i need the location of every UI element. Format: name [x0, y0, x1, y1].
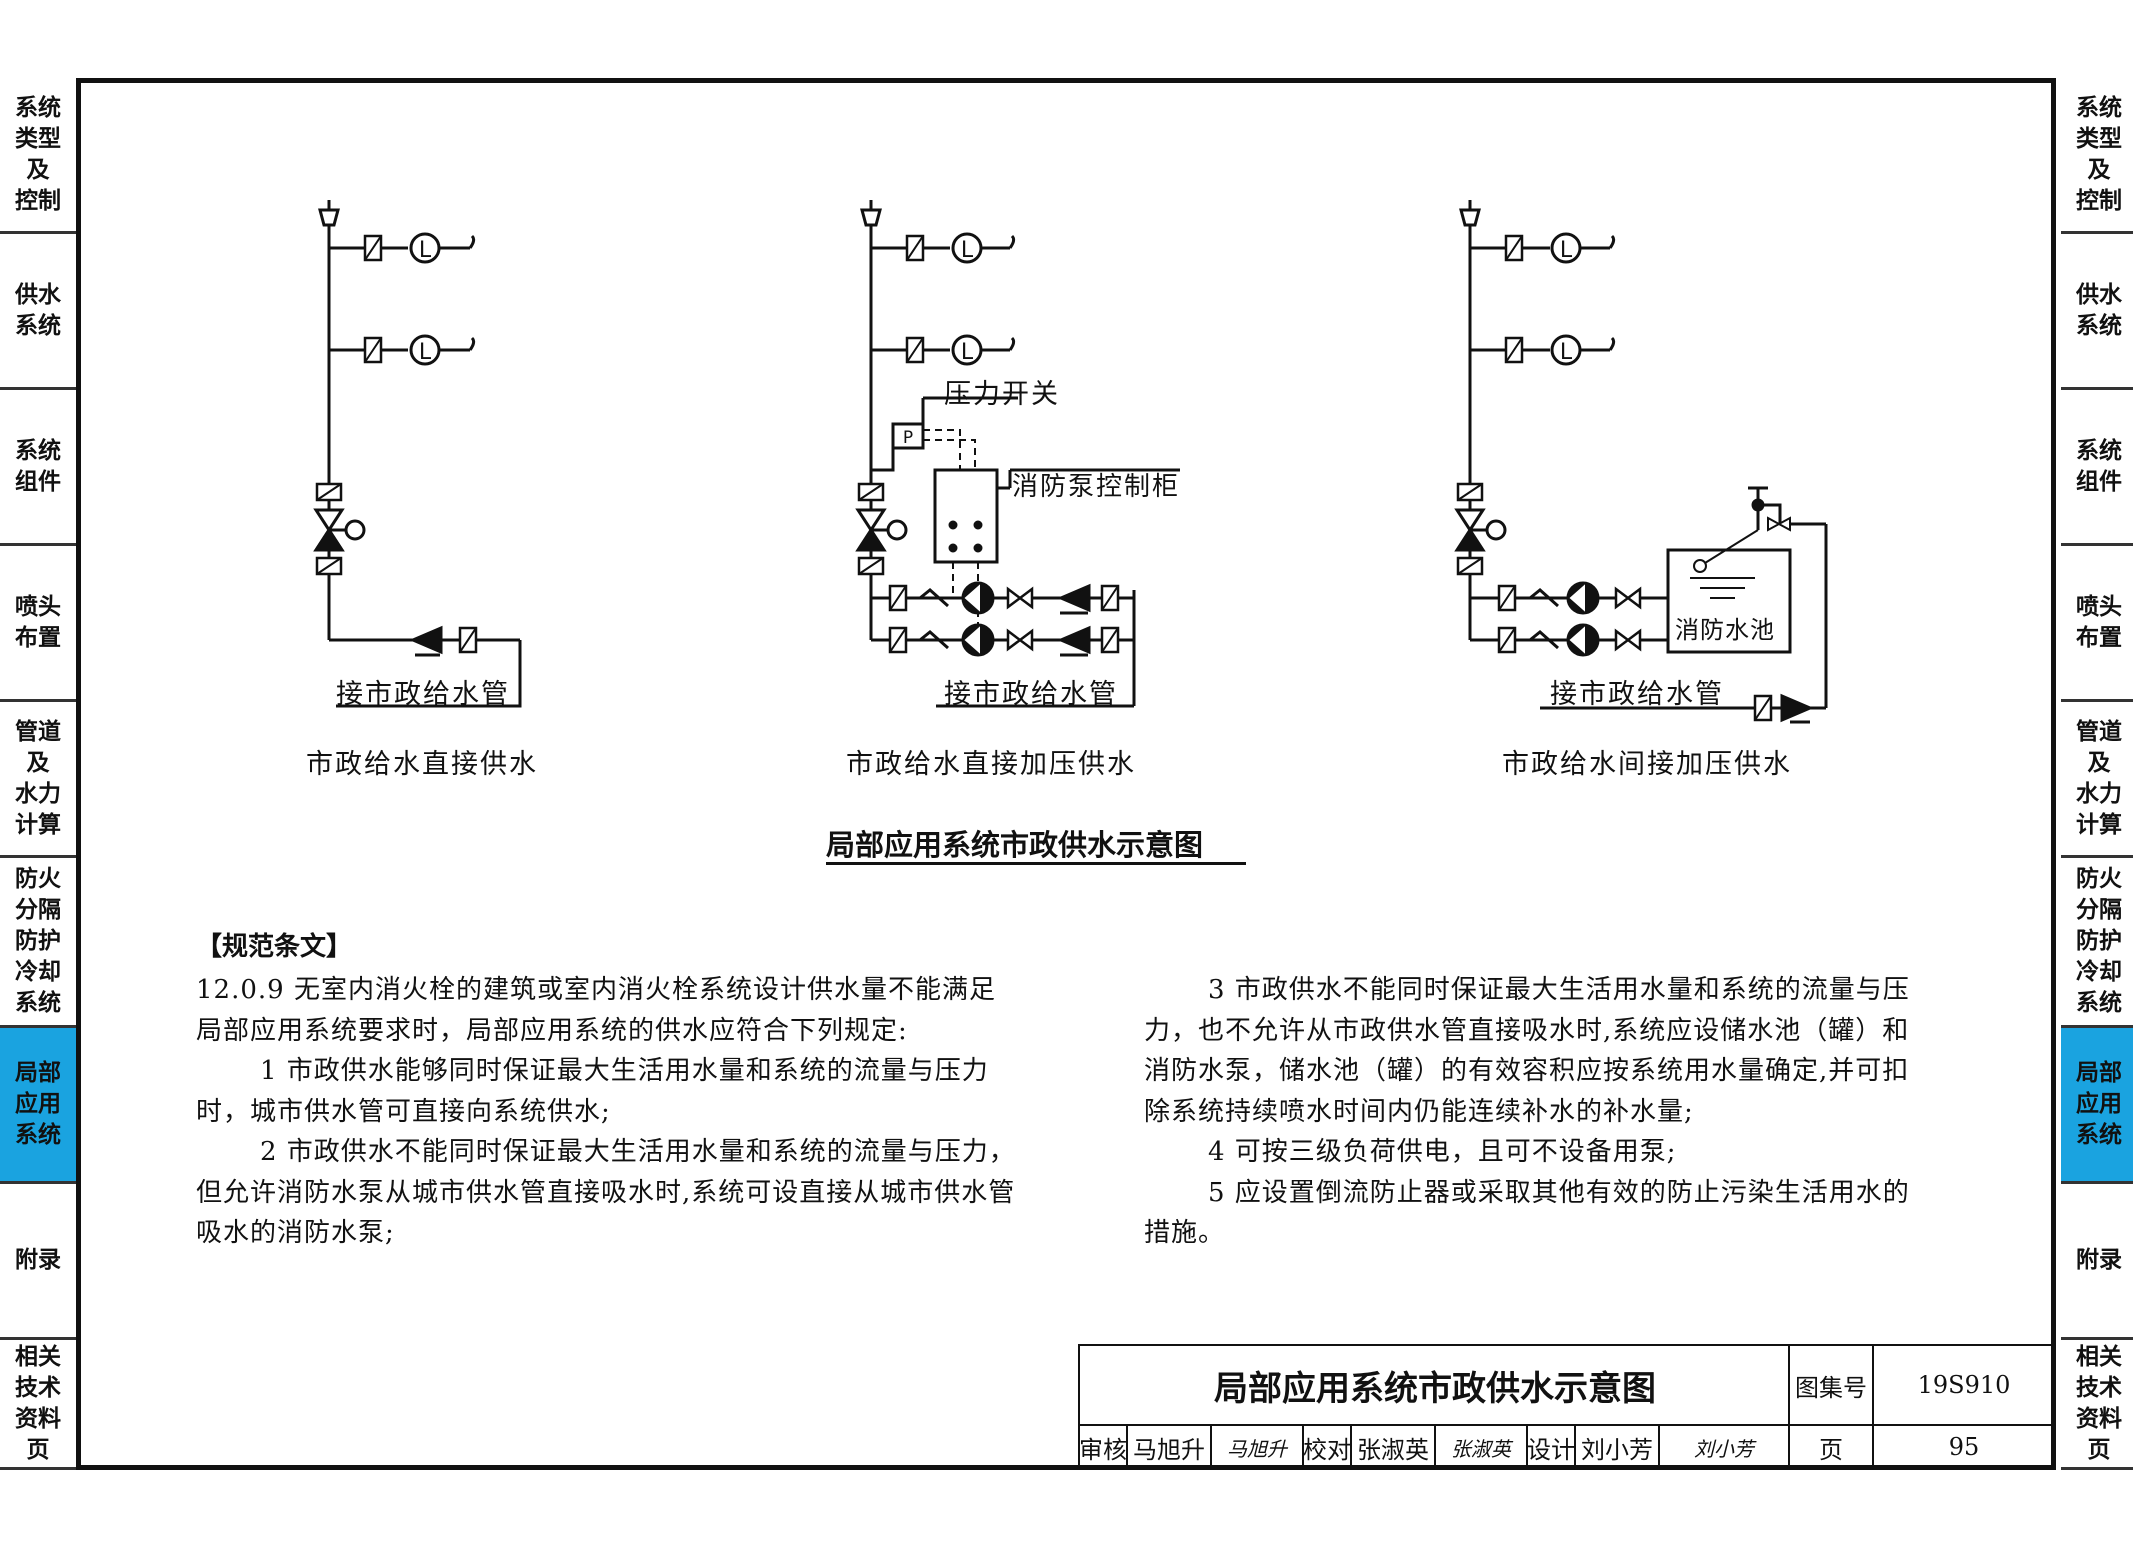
tab-label: 管道 及 水力 计算 — [15, 718, 61, 838]
tab-label: 附录 — [2076, 1247, 2122, 1273]
tab-label: 系统 组件 — [15, 437, 61, 495]
figure-caption: 局部应用系统市政供水示意图 — [826, 828, 1204, 862]
pressure-switch-label: 压力开关 — [944, 379, 1060, 410]
spec-clause-3: 3 市政供水不能同时保证最大生活用水量和系统的流量与压力，也不允许从市政供水管直… — [1144, 975, 1910, 1127]
left-tab-6[interactable]: 局部 应用 系统 — [0, 1028, 76, 1184]
diagram-2-caption: 市政给水直接加压供水 — [846, 749, 1136, 780]
municipal-pipe-label-3: 接市政给水管 — [1550, 679, 1724, 710]
left-section-tabs: 系统 类型 及 控制供水 系统系统 组件喷头 布置管道 及 水力 计算防火 分隔… — [0, 78, 76, 1470]
reviewer-name: 马旭升 — [1126, 1424, 1212, 1470]
tab-label: 局部 应用 系统 — [2076, 1060, 2122, 1148]
diagram-1-caption: 市政给水直接供水 — [306, 749, 538, 780]
tab-label: 喷头 布置 — [15, 593, 61, 651]
right-tab-4[interactable]: 管道 及 水力 计算 — [2061, 702, 2133, 858]
title-block-title: 局部应用系统市政供水示意图 — [1078, 1344, 1790, 1426]
design-label: 设计 — [1526, 1424, 1576, 1470]
municipal-pipe-label-1: 接市政给水管 — [336, 679, 510, 710]
atlas-label: 图集号 — [1788, 1344, 1874, 1426]
diagram-direct-supply: L L — [313, 200, 522, 708]
page-label: 页 — [1788, 1424, 1874, 1470]
right-tab-6[interactable]: 局部 应用 系统 — [2061, 1028, 2133, 1184]
diagram-indirect-pressurized-supply: L L — [1454, 200, 1828, 724]
left-tab-3[interactable]: 喷头 布置 — [0, 546, 76, 702]
review-label: 审核 — [1078, 1424, 1128, 1470]
tab-label: 防火 分隔 防护 冷却 系统 — [2076, 866, 2122, 1016]
svg-text:L: L — [961, 340, 974, 365]
right-tab-5[interactable]: 防火 分隔 防护 冷却 系统 — [2061, 858, 2133, 1028]
tab-label: 喷头 布置 — [2076, 593, 2122, 651]
spec-clause-2: 2 市政供水不能同时保证最大生活用水量和系统的流量与压力，但允许消防水泵从城市供… — [196, 1137, 1016, 1248]
left-tab-1[interactable]: 供水 系统 — [0, 234, 76, 390]
drawing-frame — [76, 78, 2056, 1470]
tab-label: 供水 系统 — [2076, 281, 2122, 339]
diagram-3-caption: 市政给水间接加压供水 — [1502, 749, 1792, 780]
title-block: 局部应用系统市政供水示意图 图集号 19S910 审核 马旭升 马旭升 校对 张… — [1078, 1344, 2056, 1470]
page-number: 95 — [1872, 1424, 2056, 1470]
svg-text:L: L — [419, 340, 432, 365]
sprinkler-symbol: L — [419, 238, 432, 263]
diagram-direct-pressurized-supply: L L P — [855, 200, 1180, 708]
designer-name: 刘小芳 — [1574, 1424, 1660, 1470]
left-tab-5[interactable]: 防火 分隔 防护 冷却 系统 — [0, 858, 76, 1028]
tab-label: 相关 技术 资料 页 — [15, 1343, 61, 1463]
right-section-tabs: 系统 类型 及 控制供水 系统系统 组件喷头 布置管道 及 水力 计算防火 分隔… — [2061, 78, 2133, 1470]
pressure-symbol: P — [903, 428, 913, 448]
tab-label: 防火 分隔 防护 冷却 系统 — [15, 866, 61, 1016]
right-tab-2[interactable]: 系统 组件 — [2061, 390, 2133, 546]
tab-label: 系统 类型 及 控制 — [2076, 94, 2122, 214]
spec-left-column: 12.0.9 无室内消火栓的建筑或室内消火栓系统设计供水量不能满足局部应用系统要… — [196, 970, 1016, 1254]
right-tab-1[interactable]: 供水 系统 — [2061, 234, 2133, 390]
right-tab-7[interactable]: 附录 — [2061, 1184, 2133, 1340]
left-tab-2[interactable]: 系统 组件 — [0, 390, 76, 546]
right-tab-8[interactable]: 相关 技术 资料 页 — [2061, 1340, 2133, 1470]
designer-signature: 刘小芳 — [1658, 1424, 1790, 1470]
spec-right-column: 3 市政供水不能同时保证最大生活用水量和系统的流量与压力，也不允许从市政供水管直… — [1144, 970, 1930, 1254]
municipal-pipe-label-2: 接市政给水管 — [944, 679, 1118, 710]
right-tab-0[interactable]: 系统 类型 及 控制 — [2061, 78, 2133, 234]
tab-label: 管道 及 水力 计算 — [2076, 718, 2122, 838]
spec-heading: 【规范条文】 — [196, 932, 353, 962]
left-tab-4[interactable]: 管道 及 水力 计算 — [0, 702, 76, 858]
spec-clause-4: 4 可按三级负荷供电，且可不设备用泵; — [1208, 1137, 1677, 1167]
right-tab-3[interactable]: 喷头 布置 — [2061, 546, 2133, 702]
pump-control-cabinet-label: 消防泵控制柜 — [1012, 472, 1181, 502]
reviewer-signature: 马旭升 — [1210, 1424, 1304, 1470]
tab-label: 附录 — [15, 1247, 61, 1273]
tab-label: 系统 类型 及 控制 — [15, 94, 61, 214]
svg-text:L: L — [961, 238, 974, 263]
check-label: 校对 — [1302, 1424, 1352, 1470]
atlas-number: 19S910 — [1872, 1344, 2056, 1426]
left-tab-7[interactable]: 附录 — [0, 1184, 76, 1340]
tab-label: 供水 系统 — [15, 281, 61, 339]
fire-pool-label: 消防水池 — [1675, 616, 1775, 644]
tab-label: 系统 组件 — [2076, 437, 2122, 495]
checker-signature: 张淑英 — [1434, 1424, 1528, 1470]
spec-clause-1: 1 市政供水能够同时保证最大生活用水量和系统的流量与压力时，城市供水管可直接向系… — [196, 1056, 989, 1127]
tab-label: 相关 技术 资料 页 — [2076, 1343, 2122, 1463]
svg-text:L: L — [1560, 238, 1573, 263]
caption-underline — [826, 862, 1246, 865]
svg-text:L: L — [1560, 340, 1573, 365]
left-tab-8[interactable]: 相关 技术 资料 页 — [0, 1340, 76, 1470]
checker-name: 张淑英 — [1350, 1424, 1436, 1470]
left-tab-0[interactable]: 系统 类型 及 控制 — [0, 78, 76, 234]
tab-label: 局部 应用 系统 — [15, 1060, 61, 1148]
spec-clause-5: 5 应设置倒流防止器或采取其他有效的防止污染生活用水的措施。 — [1144, 1177, 1910, 1249]
spec-clause-intro: 12.0.9 无室内消火栓的建筑或室内消火栓系统设计供水量不能满足局部应用系统要… — [196, 975, 996, 1046]
